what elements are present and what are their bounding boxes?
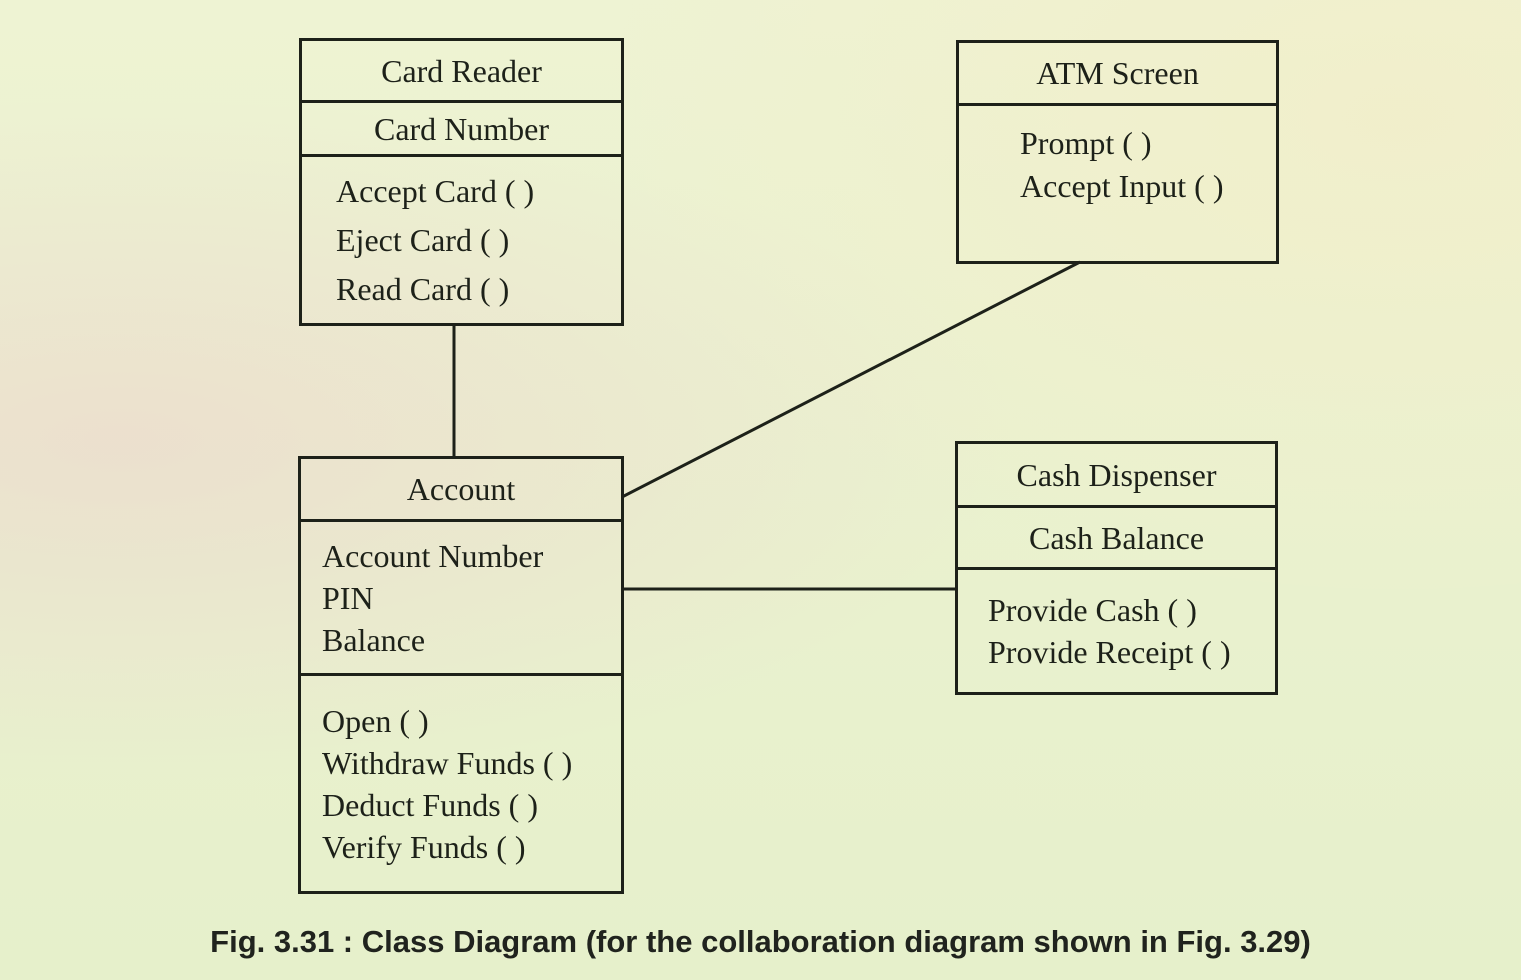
operation-eject-card: Eject Card ( ) (336, 221, 510, 258)
operation-withdraw-funds: Withdraw Funds ( ) (322, 744, 573, 781)
operation-compartment: Prompt ( ) Accept Input ( ) (959, 106, 1276, 261)
operation-provide-receipt: Provide Receipt ( ) (988, 634, 1231, 670)
operation-provide-cash: Provide Cash ( ) (988, 592, 1197, 628)
class-cash-dispenser: Cash Dispenser Cash Balance Provide Cash… (955, 441, 1278, 695)
operation-verify-funds: Verify Funds ( ) (322, 828, 526, 865)
class-name: Account (301, 459, 621, 522)
operation-compartment: Open ( ) Withdraw Funds ( ) Deduct Funds… (301, 676, 621, 891)
attribute-pin: PIN (322, 579, 374, 616)
operation-compartment: Accept Card ( ) Eject Card ( ) Read Card… (302, 157, 621, 323)
class-name: ATM Screen (959, 43, 1276, 106)
class-account: Account Account Number PIN Balance Open … (298, 456, 624, 894)
association-atmscreen-account (621, 260, 1081, 499)
figure-caption: Fig. 3.31 : Class Diagram (for the colla… (210, 924, 1311, 959)
class-atm-screen: ATM Screen Prompt ( ) Accept Input ( ) (956, 40, 1279, 264)
class-name: Card Reader (302, 41, 621, 103)
attribute-compartment: Card Number (302, 103, 621, 157)
operation-accept-card: Accept Card ( ) (336, 172, 535, 209)
class-name: Cash Dispenser (958, 444, 1275, 508)
operation-read-card: Read Card ( ) (336, 270, 510, 307)
operation-deduct-funds: Deduct Funds ( ) (322, 786, 538, 823)
class-card-reader: Card Reader Card Number Accept Card ( ) … (299, 38, 624, 326)
attribute-cash-balance: Cash Balance (1028, 519, 1205, 556)
operation-accept-input: Accept Input ( ) (1020, 168, 1224, 204)
operation-prompt: Prompt ( ) (1020, 125, 1152, 161)
operation-open: Open ( ) (322, 702, 429, 739)
attribute-compartment: Account Number PIN Balance (301, 522, 621, 676)
attribute-compartment: Cash Balance (958, 508, 1275, 570)
attribute-account-number: Account Number (322, 537, 544, 574)
operation-compartment: Provide Cash ( ) Provide Receipt ( ) (958, 570, 1275, 692)
attribute-balance: Balance (322, 621, 426, 658)
attribute-card-number: Card Number (373, 110, 550, 147)
